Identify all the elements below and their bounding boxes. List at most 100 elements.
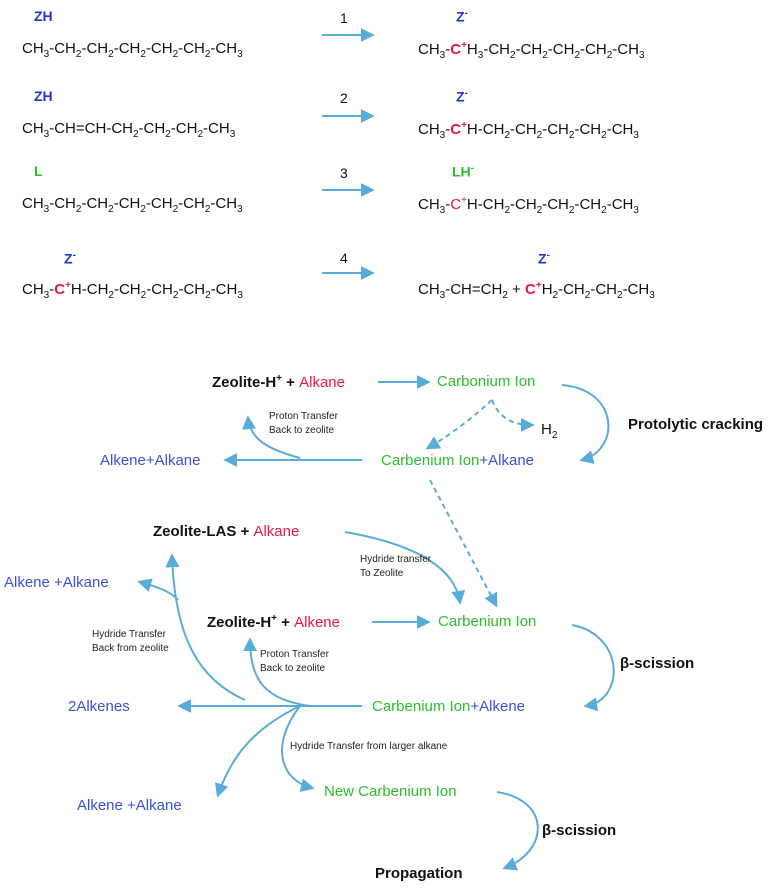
carbocation-center: C [54, 281, 66, 298]
arrow-dashed-h2 [491, 399, 535, 432]
reactant-subscript: 2 [140, 49, 146, 60]
product-subscript: 3 [439, 130, 446, 141]
product-subscript: 2 [617, 290, 623, 301]
reactant-text: -CH [170, 120, 198, 137]
carbocation-charge: + [461, 195, 467, 206]
reactant-text: -CH [81, 40, 109, 57]
reactant-text: -CH [113, 40, 141, 57]
product-text: H [466, 121, 478, 138]
reactant-text: CH [22, 40, 44, 57]
plus-alkane-label: +Alkane [479, 452, 535, 469]
reactant-text: -CH [178, 195, 205, 212]
reactant-subscript: 3 [237, 204, 243, 215]
product-formula-2: CH3-C+H-CH2-CH2-CH2-CH2-CH3 [418, 120, 639, 141]
reactant-text: -CH [146, 281, 173, 298]
reactant-text: -CH [49, 40, 76, 57]
product-text: CH [418, 121, 440, 138]
product-text: -CH [606, 196, 634, 213]
carbenium-ion-alkane: Carbenium Ion+Alkane [381, 452, 534, 469]
zeolite-h-charge: + [276, 373, 283, 384]
reactant-subscript: 2 [204, 204, 211, 215]
carbocation-center: C [450, 196, 462, 213]
zeolite-h-charge-2: + [271, 613, 278, 624]
product-text: H [466, 41, 478, 58]
alkane-label-2: Alkane [253, 523, 300, 540]
product-subscript: 2 [502, 290, 508, 301]
catalyst-charge: - [464, 8, 468, 19]
plus-sign-3: + [277, 614, 295, 631]
arrow-to-new-carbenium [281, 705, 315, 793]
arrow-dashed-down [429, 479, 498, 608]
arrow-to-alkene-alkane-3 [215, 705, 301, 798]
hydride-transfer-back-note: Hydride Transfer Back from zeolite [92, 628, 169, 656]
proton-transfer-note-2: Proton Transfer Back to zeolite [260, 648, 329, 676]
step-number-3: 3 [340, 165, 348, 181]
product-catalyst-4: Z- [538, 250, 550, 267]
reactant-text: -CH [203, 120, 230, 137]
carbenium-ion-alkene: Carbenium Ion+Alkene [372, 698, 525, 715]
product-formula-1: CH3-C+H3-CH2-CH2-CH2-CH2-CH3 [418, 40, 645, 61]
product-subscript: 2 [536, 205, 543, 216]
proton-transfer-text-1: Proton Transfer [269, 411, 338, 422]
product-subscript: 2 [601, 130, 607, 141]
product-text: -CH [542, 121, 569, 138]
reactant-subscript: 2 [140, 204, 146, 215]
carbocation-center: C [450, 121, 462, 138]
two-alkenes: 2Alkenes [68, 698, 130, 715]
reactant-text: -CH [210, 281, 238, 298]
product-formula-3: CH3-C+H-CH2-CH2-CH2-CH2-CH3 [418, 195, 639, 216]
product-subscript: 2 [606, 50, 613, 61]
product-text: -CH [542, 196, 569, 213]
plus-alkene-label: +Alkene [470, 698, 526, 715]
product-subscript: 2 [552, 290, 559, 301]
reactant-catalyst-4: Z- [64, 250, 76, 267]
to-zeolite-text: To Zeolite [360, 568, 404, 579]
product-text: -CH [547, 41, 575, 58]
reactant-subscript: 2 [108, 204, 114, 215]
alkene-alkane-3: Alkene +Alkane [77, 797, 182, 814]
reactant-catalyst-2: ZH [34, 88, 53, 104]
product-text: -CH [622, 281, 650, 298]
product-subscript: 3 [633, 205, 639, 216]
catalyst-symbol: Z [538, 250, 547, 267]
carbocation-charge: + [461, 40, 467, 51]
catalyst-symbol: Z [64, 250, 73, 267]
product-subscript: 3 [477, 50, 484, 61]
reactant-formula-3: CH3-CH2-CH2-CH2-CH2-CH2-CH3 [22, 195, 243, 215]
reactant-catalyst-3: L [34, 163, 43, 179]
reactant-formula-1: CH3-CH2-CH2-CH2-CH2-CH2-CH3 [22, 40, 243, 60]
carbocation-center: C [525, 281, 536, 298]
arrow-beta-scission-2 [496, 791, 539, 871]
product-text: H [466, 196, 478, 213]
product-subscript: 2 [510, 50, 516, 61]
arrow-to-alkene-alkane-2 [137, 578, 179, 601]
arrow-proton-transfer-1 [242, 415, 301, 459]
step-number-1: 1 [340, 10, 348, 26]
product-text: -CH [612, 41, 639, 58]
reactant-subscript: 3 [43, 290, 50, 301]
zeolite-las-label: Zeolite-LAS [153, 523, 237, 540]
h2-label: H [541, 421, 552, 438]
reactant-subscript: 2 [165, 129, 171, 140]
product-formula-4: CH3-CH=CH2 + C+H2-CH2-CH2-CH3 [418, 280, 655, 301]
carbocation-charge: + [535, 280, 542, 291]
beta-scission-1: β-scission [620, 655, 695, 672]
reactant-text: -CH [210, 40, 238, 57]
carbocation-charge: + [65, 280, 71, 291]
product-text: -CH [558, 281, 585, 298]
product-catalyst-3: LH- [452, 163, 474, 180]
back-to-zeolite-text-2: Back to zeolite [260, 663, 326, 674]
product-text: -CH [606, 121, 634, 138]
back-to-zeolite-text-1: Back to zeolite [269, 425, 335, 436]
product-subscript: 3 [633, 130, 639, 141]
product-text: -CH [574, 196, 602, 213]
new-carbenium-ion: New Carbenium Ion [324, 783, 457, 800]
product-subscript: 2 [542, 50, 548, 61]
reactant-subscript: 2 [132, 129, 139, 140]
product-text: -CH [477, 121, 505, 138]
catalyst-symbol: Z [456, 88, 465, 105]
product-subscript: 2 [568, 205, 575, 216]
reactant-subscript: 3 [237, 49, 243, 60]
product-text: -CH [515, 41, 543, 58]
arrow-beta-scission-1 [571, 624, 615, 712]
